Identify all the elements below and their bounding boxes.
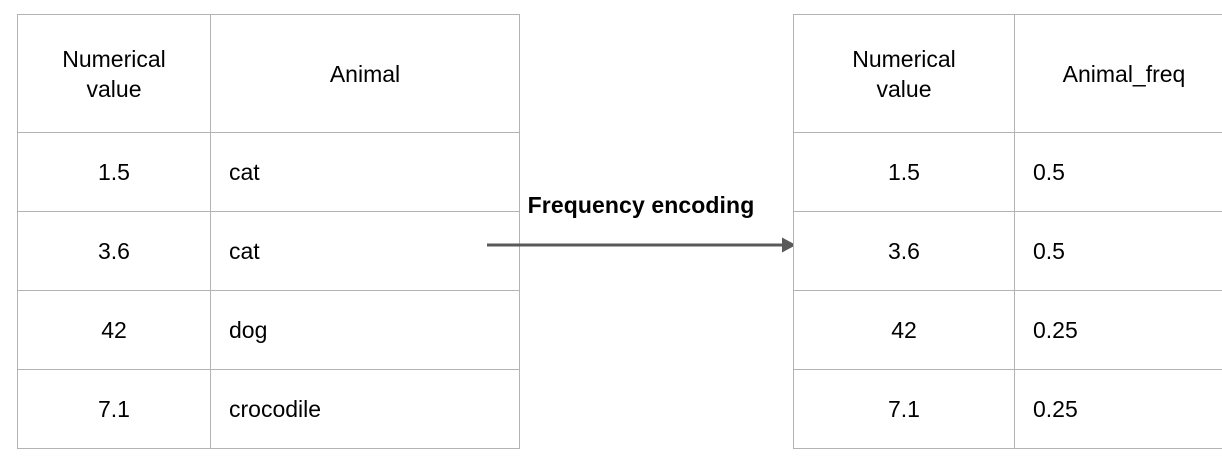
cell-numerical-value: 7.1 [17, 369, 211, 449]
result-header-animal-freq: Animal_freq [1014, 14, 1222, 133]
header-line-1: Numerical [852, 45, 956, 72]
transform-label: Frequency encoding [527, 192, 755, 218]
cell-numerical-value: 1.5 [793, 132, 1015, 212]
cell-animal-freq: 0.25 [1014, 369, 1222, 449]
source-header-animal: Animal [210, 14, 520, 133]
transform-annotation: Frequency encoding [486, 190, 802, 266]
cell-animal-freq: 0.5 [1014, 211, 1222, 291]
cell-animal-freq: 0.25 [1014, 290, 1222, 370]
cell-numerical-value: 3.6 [17, 211, 211, 291]
cell-numerical-value: 42 [793, 290, 1015, 370]
table-header-row: Numerical value Animal_freq [793, 14, 1222, 133]
table-row: 7.1 crocodile [17, 369, 520, 449]
table-row: 42 dog [17, 290, 520, 370]
header-line-1: Numerical [62, 45, 166, 72]
table-row: 3.6 0.5 [793, 211, 1222, 291]
result-table-header: Numerical value Animal_freq [793, 14, 1222, 133]
cell-animal: cat [210, 132, 520, 212]
cell-numerical-value: 42 [17, 290, 211, 370]
cell-numerical-value: 3.6 [793, 211, 1015, 291]
cell-numerical-value: 7.1 [793, 369, 1015, 449]
result-table: Numerical value Animal_freq 1.5 0.5 3.6 … [793, 14, 1222, 449]
right-arrow-icon [487, 237, 796, 253]
table-row: 42 0.25 [793, 290, 1222, 370]
result-table-body: 1.5 0.5 3.6 0.5 42 0.25 7.1 0.25 [793, 132, 1222, 449]
result-header-numerical-value: Numerical value [793, 14, 1015, 133]
table-row: 1.5 cat [17, 132, 520, 212]
header-line-1: Animal_freq [1062, 60, 1186, 87]
cell-numerical-value: 1.5 [17, 132, 211, 212]
cell-animal: cat [210, 211, 520, 291]
source-header-numerical-value: Numerical value [17, 14, 211, 133]
source-table-body: 1.5 cat 3.6 cat 42 dog 7.1 crocodile [17, 132, 520, 449]
header-line-1: Animal [329, 60, 401, 87]
source-table-header: Numerical value Animal [17, 14, 520, 133]
table-row: 3.6 cat [17, 211, 520, 291]
cell-animal-freq: 0.5 [1014, 132, 1222, 212]
header-line-2: value [876, 75, 932, 102]
header-line-2: value [86, 75, 142, 102]
table-header-row: Numerical value Animal [17, 14, 520, 133]
table-row: 7.1 0.25 [793, 369, 1222, 449]
table-row: 1.5 0.5 [793, 132, 1222, 212]
source-table: Numerical value Animal 1.5 cat 3.6 cat 4… [17, 14, 520, 449]
cell-animal: crocodile [210, 369, 520, 449]
cell-animal: dog [210, 290, 520, 370]
